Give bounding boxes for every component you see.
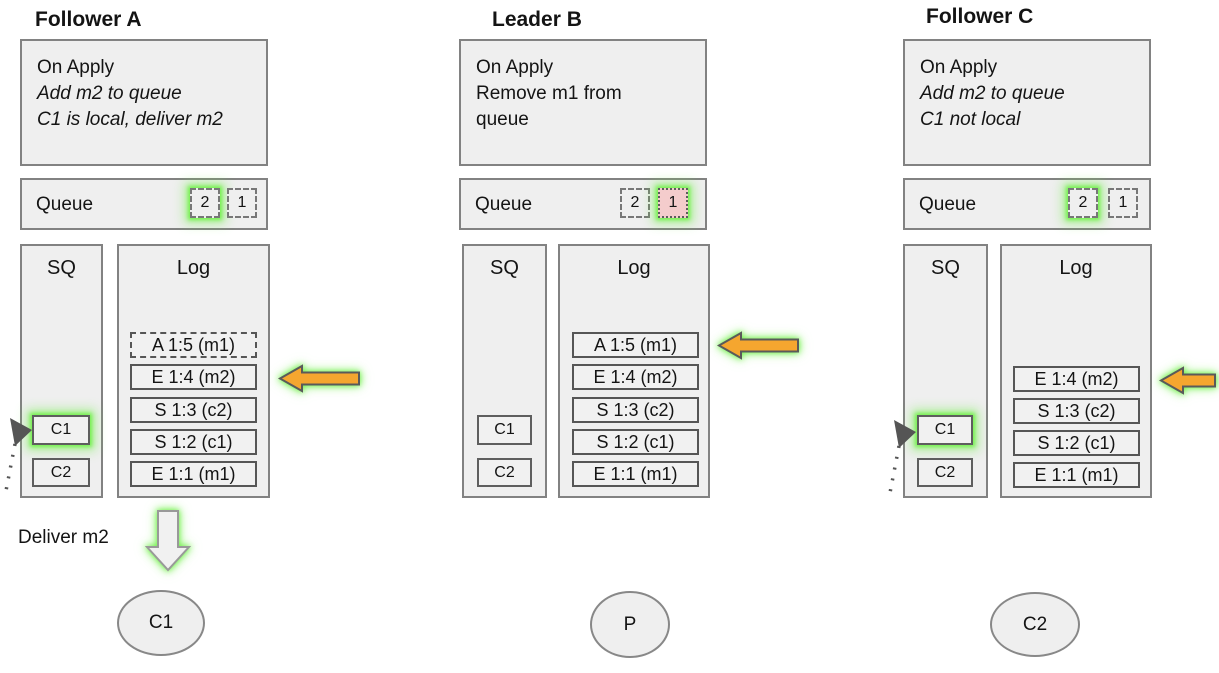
on-apply-line: On Apply	[476, 57, 554, 78]
log-entry: E 1:1 (m1)	[1013, 462, 1140, 488]
on-apply-line: C1 is local, deliver m2	[37, 109, 223, 130]
log-entry: A 1:5 (m1)	[130, 332, 257, 358]
log-entry: A 1:5 (m1)	[572, 332, 699, 358]
on-apply-line: On Apply	[37, 57, 115, 78]
column-title: Leader B	[492, 8, 582, 31]
sq-item-c2: C2	[917, 458, 973, 487]
log-label: Log	[176, 257, 211, 279]
sq-box	[903, 244, 988, 498]
log-entry: E 1:4 (m2)	[572, 364, 699, 390]
on-apply-line: On Apply	[920, 57, 998, 78]
client-node-c1: C1	[117, 590, 205, 656]
log-entry: E 1:4 (m2)	[1013, 366, 1140, 392]
apply-arrow-icon	[277, 364, 360, 393]
log-entry: S 1:2 (c1)	[130, 429, 257, 455]
queue-label: Queue	[36, 194, 94, 215]
log-entry: E 1:4 (m2)	[130, 364, 257, 390]
log-entry: S 1:3 (c2)	[130, 397, 257, 423]
dotted-pointer-icon	[3, 418, 32, 497]
on-apply-line: Remove m1 from	[476, 83, 622, 104]
log-entry: S 1:2 (c1)	[1013, 430, 1140, 456]
on-apply-text: On Apply Add m2 to queue C1 is local, de…	[22, 41, 266, 133]
column-title: Follower C	[926, 5, 1034, 28]
sq-item-c2: C2	[32, 458, 90, 487]
on-apply-line: Add m2 to queue	[37, 83, 182, 104]
on-apply-text: On Apply Remove m1 from queue	[461, 41, 705, 133]
log-entry: E 1:1 (m1)	[572, 461, 699, 487]
column-title: Follower A	[35, 8, 142, 31]
on-apply-box: On Apply Add m2 to queue C1 is local, de…	[20, 39, 268, 166]
sq-item-c2: C2	[477, 458, 532, 487]
queue-slot-1: 1	[227, 188, 257, 218]
producer-node-p: P	[590, 591, 670, 658]
sq-label: SQ	[490, 257, 519, 279]
apply-arrow-icon	[1158, 366, 1216, 395]
log-entry: S 1:2 (c1)	[572, 429, 699, 455]
queue-box	[20, 178, 268, 230]
apply-arrow-icon	[716, 331, 799, 360]
sq-box	[462, 244, 547, 498]
on-apply-line: Add m2 to queue	[920, 83, 1065, 104]
queue-label: Queue	[919, 194, 977, 215]
on-apply-box: On Apply Remove m1 from queue	[459, 39, 707, 166]
on-apply-line: queue	[476, 109, 529, 130]
sq-box	[20, 244, 103, 498]
on-apply-box: On Apply Add m2 to queue C1 not local	[903, 39, 1151, 166]
client-node-c2: C2	[990, 592, 1080, 657]
queue-slot-1: 1	[1108, 188, 1138, 218]
dotted-pointer-icon	[887, 420, 916, 499]
on-apply-line: C1 not local	[920, 109, 1021, 130]
queue-slot-2: 2	[190, 188, 220, 218]
sq-label: SQ	[931, 257, 960, 279]
log-entry: S 1:3 (c2)	[572, 397, 699, 423]
sq-item-c1: C1	[32, 415, 90, 445]
log-entry: E 1:1 (m1)	[130, 461, 257, 487]
queue-slot-2: 2	[1068, 188, 1098, 218]
queue-slot-1-removed: 1	[658, 188, 688, 218]
queue-label: Queue	[475, 194, 533, 215]
log-label: Log	[1059, 257, 1093, 279]
sq-label: SQ	[47, 257, 76, 279]
deliver-label: Deliver m2	[18, 527, 109, 548]
sq-item-c1: C1	[477, 415, 532, 445]
on-apply-text: On Apply Add m2 to queue C1 not local	[905, 41, 1149, 133]
log-label: Log	[617, 257, 651, 279]
deliver-arrow-icon	[145, 510, 191, 572]
log-entry: S 1:3 (c2)	[1013, 398, 1140, 424]
queue-slot-2: 2	[620, 188, 650, 218]
sq-item-c1: C1	[917, 415, 973, 445]
